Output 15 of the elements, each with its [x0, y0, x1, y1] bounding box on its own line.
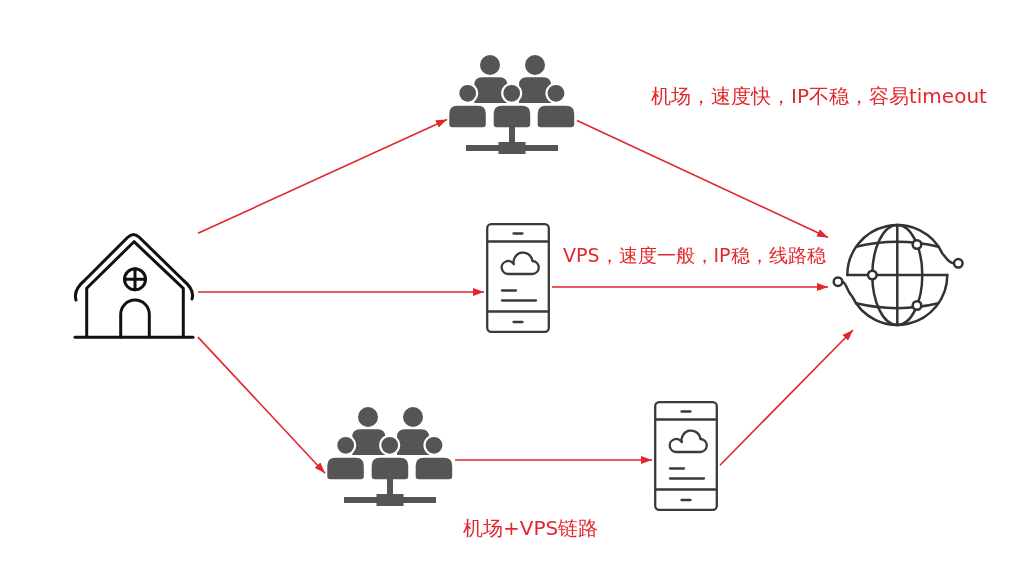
edge-label: 机场，速度快，IP不稳，容易timeout	[650, 85, 988, 108]
arrow	[719, 329, 854, 466]
phone-cloud-icon	[486, 223, 550, 333]
globe-network-icon	[830, 222, 965, 328]
arrow	[197, 336, 326, 474]
people-network-icon	[449, 55, 575, 154]
arrow	[197, 118, 448, 235]
arrow	[454, 456, 653, 464]
edge-label: VPS，速度一般，IP稳，线路稳	[562, 245, 827, 267]
phone-cloud-icon	[654, 401, 718, 511]
arrow	[551, 283, 829, 291]
arrow	[197, 288, 485, 296]
people-network-icon	[327, 407, 453, 506]
node-label: 机场+VPS链路	[462, 517, 600, 540]
arrow	[576, 119, 829, 239]
